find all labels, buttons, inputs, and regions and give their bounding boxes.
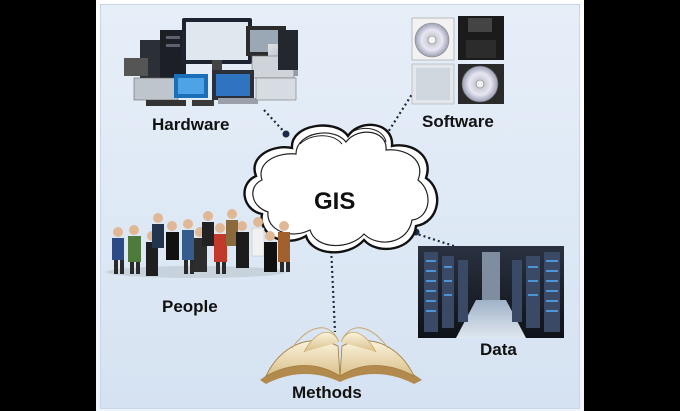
connector-hardware [263,109,290,138]
connector-methods [329,245,337,333]
diagram-canvas [106,16,564,384]
gis-label: GIS [314,188,356,215]
people-label: People [162,297,218,316]
hardware-illustration [124,18,298,106]
diagram-panel: Hardware Software People Data Methods GI… [96,0,584,411]
people-illustration [106,209,290,278]
data-illustration [418,246,564,338]
software-label: Software [422,112,494,131]
data-label: Data [480,340,517,359]
hardware-label: Hardware [152,115,230,134]
connector-data [412,228,461,250]
software-illustration [411,16,504,105]
methods-illustration [260,327,422,384]
gis-cloud [243,123,439,254]
methods-label: Methods [292,383,362,402]
